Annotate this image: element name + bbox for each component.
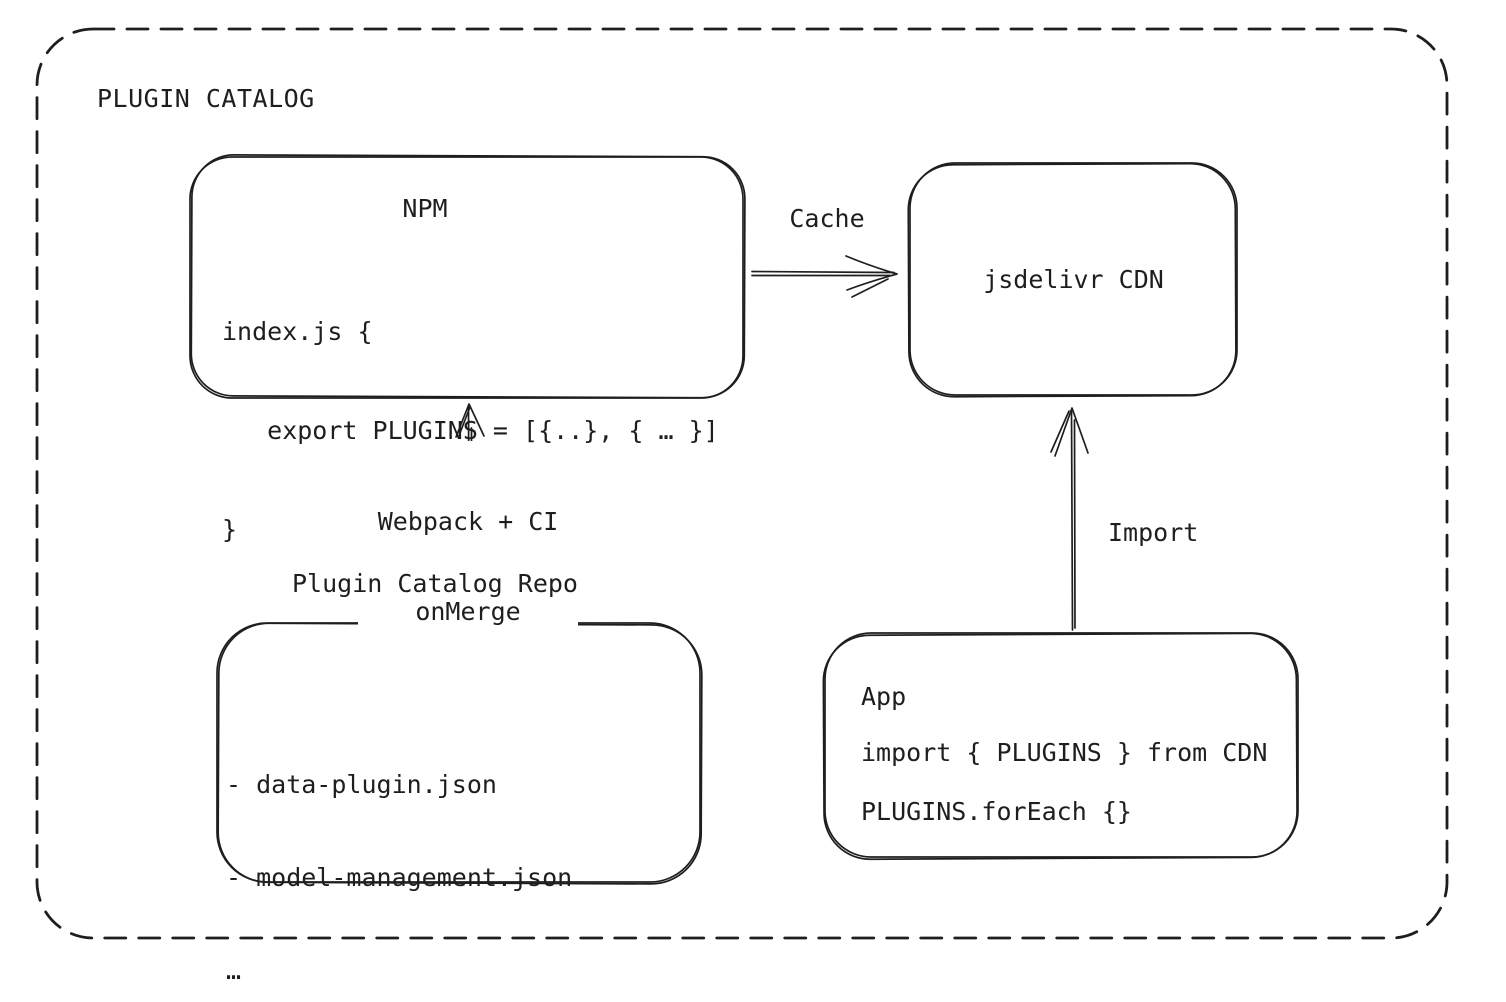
build-edge-label-line: Webpack + CI — [377, 507, 559, 536]
repo-file-item: - model-management.json — [226, 863, 573, 892]
repo-file-list: - data-plugin.json - model-management.js… — [226, 707, 572, 1002]
app-node-title: App — [861, 682, 907, 711]
cdn-node-title: jsdelivr CDN — [983, 265, 1164, 294]
import-arrowhead — [1050, 410, 1070, 453]
build-arrowhead — [455, 403, 485, 438]
import-arrow — [1050, 407, 1089, 631]
npm-code-block: index.js { export PLUGINS = [{..}, { … }… — [222, 249, 719, 612]
app-box — [822, 632, 1299, 861]
repo-node-label: Plugin Catalog Repo — [292, 569, 578, 598]
diagram-title: PLUGIN CATALOG — [97, 84, 315, 113]
app-code-line: PLUGINS.forEach {} — [861, 797, 1132, 826]
cache-arrowhead — [845, 255, 898, 291]
npm-code-line: } — [222, 515, 238, 544]
import-arrow-line — [1070, 409, 1074, 631]
app-code-line: import { PLUGINS } from CDN — [861, 738, 1268, 767]
npm-code-line: export PLUGINS = [{..}, { … }] — [222, 416, 719, 445]
build-edge-label-line: onMerge — [415, 597, 521, 626]
cache-edge-label: Cache — [789, 204, 865, 233]
npm-node-title: NPM — [402, 194, 448, 223]
cache-arrowhead — [851, 278, 889, 298]
catalog-dashed-border — [35, 27, 1449, 940]
cache-arrow-line — [751, 270, 895, 274]
cdn-box — [907, 162, 1238, 398]
cache-arrow — [751, 255, 898, 298]
import-arrow-line — [1073, 419, 1076, 629]
import-arrowhead — [1054, 407, 1089, 457]
npm-box — [189, 154, 746, 399]
import-edge-label: Import — [1108, 518, 1199, 547]
build-arrowhead — [459, 406, 471, 434]
npm-code-line: index.js { — [222, 317, 373, 346]
repo-file-item: … — [226, 956, 242, 985]
repo-file-item: - data-plugin.json — [226, 770, 497, 799]
build-edge-label: Webpack + CI onMerge — [358, 441, 578, 691]
